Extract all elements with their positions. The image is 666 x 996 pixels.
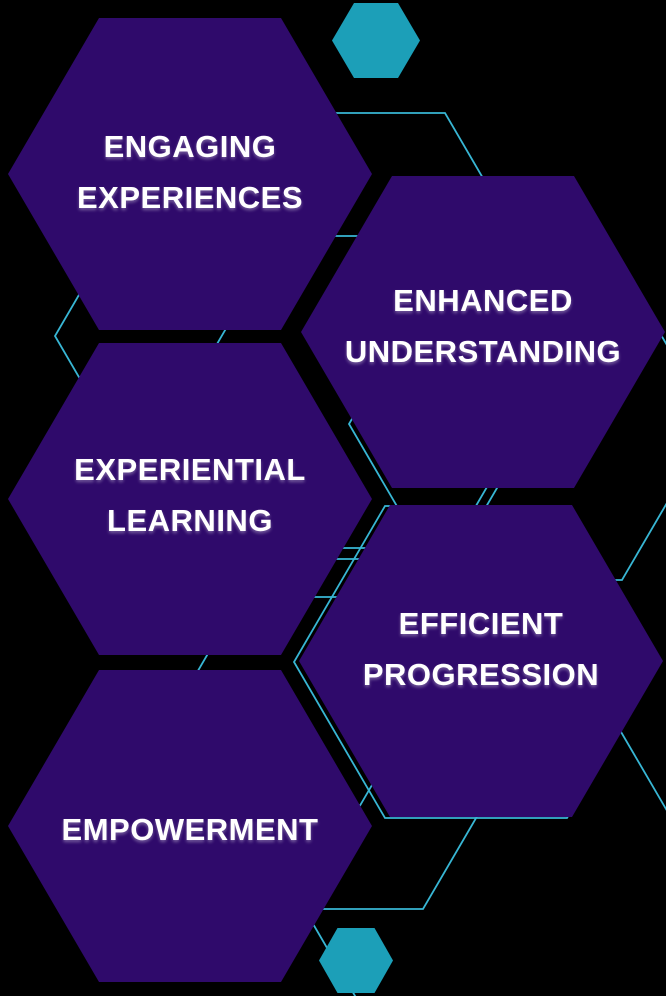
hexagon-engaging-experiences [8,18,372,330]
hexagon-enhanced-understanding [301,176,665,488]
accent-hexagon-bottom [319,928,393,993]
hexagon-efficient-progression [299,505,663,817]
accent-hexagon-top [332,3,420,78]
hexagon-empowerment [8,670,372,982]
hexagon-experiential-learning [8,343,372,655]
